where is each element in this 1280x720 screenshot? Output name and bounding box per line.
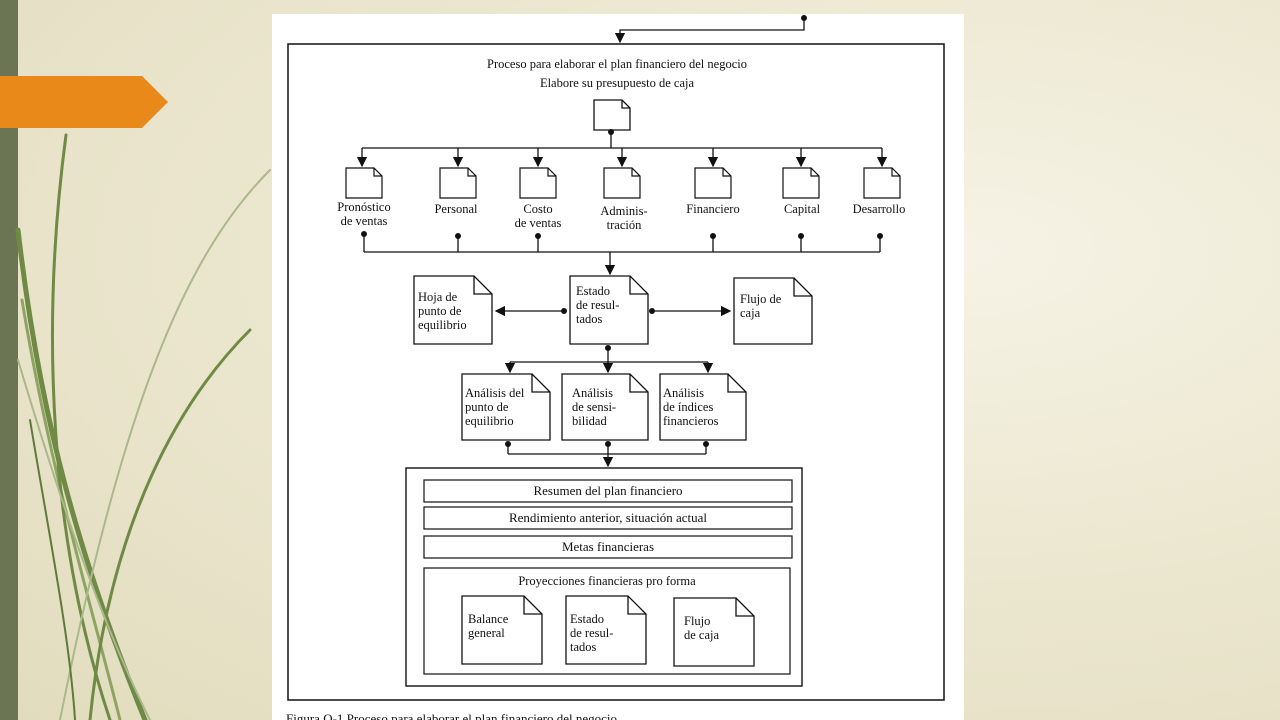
slide-left-bar <box>0 0 18 720</box>
pro-forma-cash-flow-label: Flujo de caja <box>684 614 720 642</box>
budget-label-personnel: Personal <box>434 202 478 216</box>
income-statement-label: Estado de resul- tados <box>576 284 620 326</box>
development-document-icon <box>863 167 901 199</box>
pro-forma-cash-flow-document <box>673 597 755 667</box>
sensitivity-analysis-label: Análisis de sensi- bilidad <box>572 386 617 428</box>
summary-item-past-performance: Rendimiento anterior, situación actual <box>508 510 708 525</box>
sales-forecast-document-icon <box>345 167 383 199</box>
diagram-subtitle: Elabore su presupuesto de caja <box>539 76 695 90</box>
diagram-lines <box>287 15 945 701</box>
slide-arrow-accent <box>0 76 168 128</box>
projections-title: Proyecciones financieras pro forma <box>518 574 696 588</box>
financial-document-icon <box>694 167 732 199</box>
balance-sheet-label: Balance general <box>468 612 509 640</box>
figure-caption: Figura O-1 Proceso para elaborar el plan… <box>286 711 618 720</box>
financial-ratios-analysis-label: Análisis de índices financieros <box>663 386 719 428</box>
summary-item-financial-plan: Resumen del plan financiero <box>533 483 683 498</box>
breakeven-analysis-document <box>461 373 551 441</box>
budget-label-development: Desarrollo <box>852 202 906 216</box>
budget-label-sales-forecast: Pronóstico de ventas <box>337 200 391 228</box>
personnel-document-icon <box>439 167 477 199</box>
diagram-title: Proceso para elaborar el plan financiero… <box>487 57 747 71</box>
administration-document-icon <box>603 167 641 199</box>
pro-forma-income-statement-label: Estado de resul- tados <box>570 612 614 654</box>
cash-budget-document-icon <box>593 99 631 131</box>
outer-frame <box>287 43 945 701</box>
cash-flow-document <box>733 277 813 345</box>
budget-label-financial: Financiero <box>686 202 740 216</box>
grass-decoration <box>15 133 271 720</box>
balance-sheet-document <box>461 595 543 665</box>
summary-item-financial-goals: Metas financieras <box>561 539 655 554</box>
cash-flow-label: Flujo de caja <box>740 292 782 320</box>
budget-label-capital: Capital <box>783 202 821 216</box>
budget-label-administration: Adminis- tración <box>600 204 648 232</box>
pro-forma-income-statement-document <box>565 595 647 665</box>
breakeven-sheet-label: Hoja de punto de equilibrio <box>418 290 467 332</box>
cost-of-sales-document-icon <box>519 167 557 199</box>
sensitivity-analysis-document <box>561 373 649 441</box>
breakeven-sheet-document <box>413 275 493 345</box>
financial-plan-summary-box <box>405 467 803 687</box>
income-statement-document <box>569 275 649 345</box>
financial-plan-diagram: Proceso para elaborar el plan financiero… <box>272 14 964 720</box>
capital-document-icon <box>782 167 820 199</box>
breakeven-analysis-label: Análisis del punto de equilibrio <box>465 386 525 428</box>
financial-ratios-analysis-document <box>659 373 747 441</box>
budget-label-cost-of-sales: Costo de ventas <box>514 202 562 230</box>
